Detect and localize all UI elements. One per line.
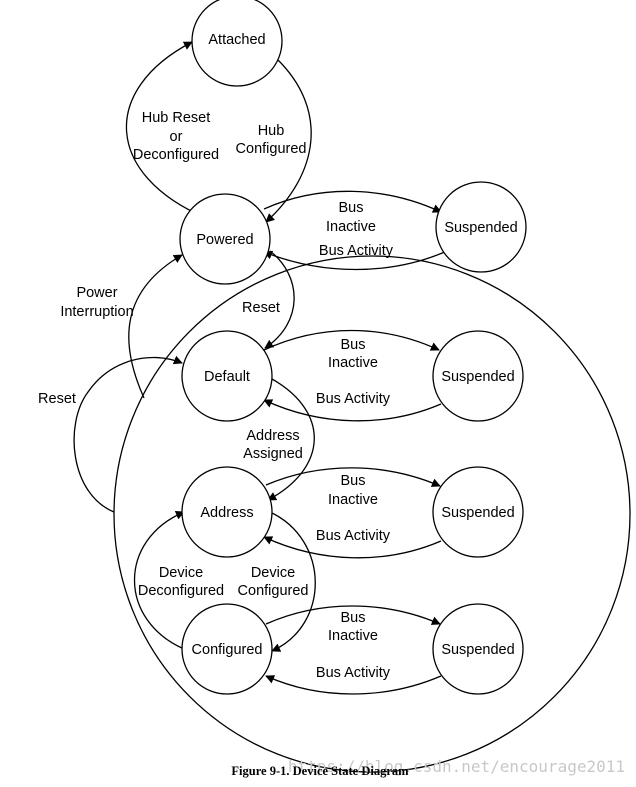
label-hub-reset-deconfigured: Deconfigured bbox=[133, 147, 219, 163]
label-outer-reset: Reset bbox=[38, 391, 76, 407]
label-device-configured-2: Configured bbox=[238, 583, 309, 599]
edge-device-configured bbox=[269, 511, 316, 652]
label-inactive: Inactive bbox=[328, 628, 378, 644]
label-bus-activity: Bus Activity bbox=[316, 665, 391, 681]
label-address-assigned-2: Assigned bbox=[243, 446, 303, 462]
label-bus-activity: Bus Activity bbox=[316, 528, 391, 544]
edge-configured-bus-activity bbox=[265, 675, 442, 695]
state-default: Default bbox=[181, 330, 273, 422]
label-address-assigned-1: Address bbox=[246, 428, 299, 444]
edge-address-bus-inactive bbox=[265, 467, 441, 487]
label-inactive: Inactive bbox=[326, 219, 376, 235]
state-address-label: Address bbox=[200, 505, 253, 521]
label-bus: Bus bbox=[341, 337, 366, 353]
state-suspended-default: Suspended bbox=[432, 330, 524, 422]
edge-hub-reset bbox=[125, 41, 207, 219]
label-reset-powered-default: Reset bbox=[242, 300, 280, 316]
state-attached: Attached bbox=[191, 0, 283, 87]
edge-powered-bus-inactive bbox=[263, 190, 442, 213]
label-power: Power bbox=[76, 285, 117, 301]
edge-powered-bus-activity bbox=[263, 250, 448, 271]
suspended-label: Suspended bbox=[441, 505, 514, 521]
suspended-label: Suspended bbox=[441, 642, 514, 658]
label-bus-activity: Bus Activity bbox=[319, 243, 394, 259]
state-configured: Configured bbox=[181, 603, 273, 695]
state-attached-label: Attached bbox=[208, 32, 265, 48]
label-bus-activity: Bus Activity bbox=[316, 391, 391, 407]
edge-powered-to-default-reset bbox=[264, 250, 295, 349]
label-interruption: Interruption bbox=[60, 304, 133, 320]
edge-default-bus-inactive bbox=[263, 329, 440, 351]
label-hub-configured-2: Configured bbox=[236, 141, 307, 157]
state-powered: Powered bbox=[179, 193, 271, 285]
figure-caption: Figure 9-1. Device State Diagram bbox=[231, 764, 409, 778]
edge-default-bus-activity bbox=[263, 399, 442, 422]
edge-hub-configured bbox=[265, 57, 312, 223]
state-powered-label: Powered bbox=[196, 232, 253, 248]
label-hub-reset-or: or bbox=[170, 129, 183, 145]
state-suspended-configured: Suspended bbox=[432, 603, 524, 695]
edge-address-bus-activity bbox=[263, 536, 442, 559]
label-bus: Bus bbox=[341, 473, 366, 489]
edge-power-interruption bbox=[128, 254, 183, 399]
label-inactive: Inactive bbox=[328, 492, 378, 508]
edge-address-assigned bbox=[267, 378, 315, 501]
edge-device-deconfigured bbox=[134, 511, 185, 650]
label-inactive: Inactive bbox=[328, 355, 378, 371]
watermark-text: https://blog.csdn.net/encourage2011 bbox=[288, 757, 625, 776]
label-bus: Bus bbox=[339, 200, 364, 216]
label-device-deconfigured-1: Device bbox=[159, 565, 203, 581]
label-hub-configured-1: Hub bbox=[258, 123, 285, 139]
label-hub-reset: Hub Reset bbox=[142, 110, 211, 126]
label-device-configured-1: Device bbox=[251, 565, 295, 581]
state-address: Address bbox=[181, 466, 273, 558]
edge-configured-bus-inactive bbox=[265, 605, 441, 625]
state-default-label: Default bbox=[204, 369, 250, 385]
state-configured-label: Configured bbox=[192, 642, 263, 658]
state-suspended-address: Suspended bbox=[432, 466, 524, 558]
powered-superstate-boundary bbox=[113, 255, 631, 773]
suspended-label: Suspended bbox=[444, 220, 517, 236]
suspended-label: Suspended bbox=[441, 369, 514, 385]
label-device-deconfigured-2: Deconfigured bbox=[138, 583, 224, 599]
label-bus: Bus bbox=[341, 610, 366, 626]
state-suspended-powered: Suspended bbox=[435, 181, 527, 273]
edge-outer-reset bbox=[73, 355, 183, 513]
